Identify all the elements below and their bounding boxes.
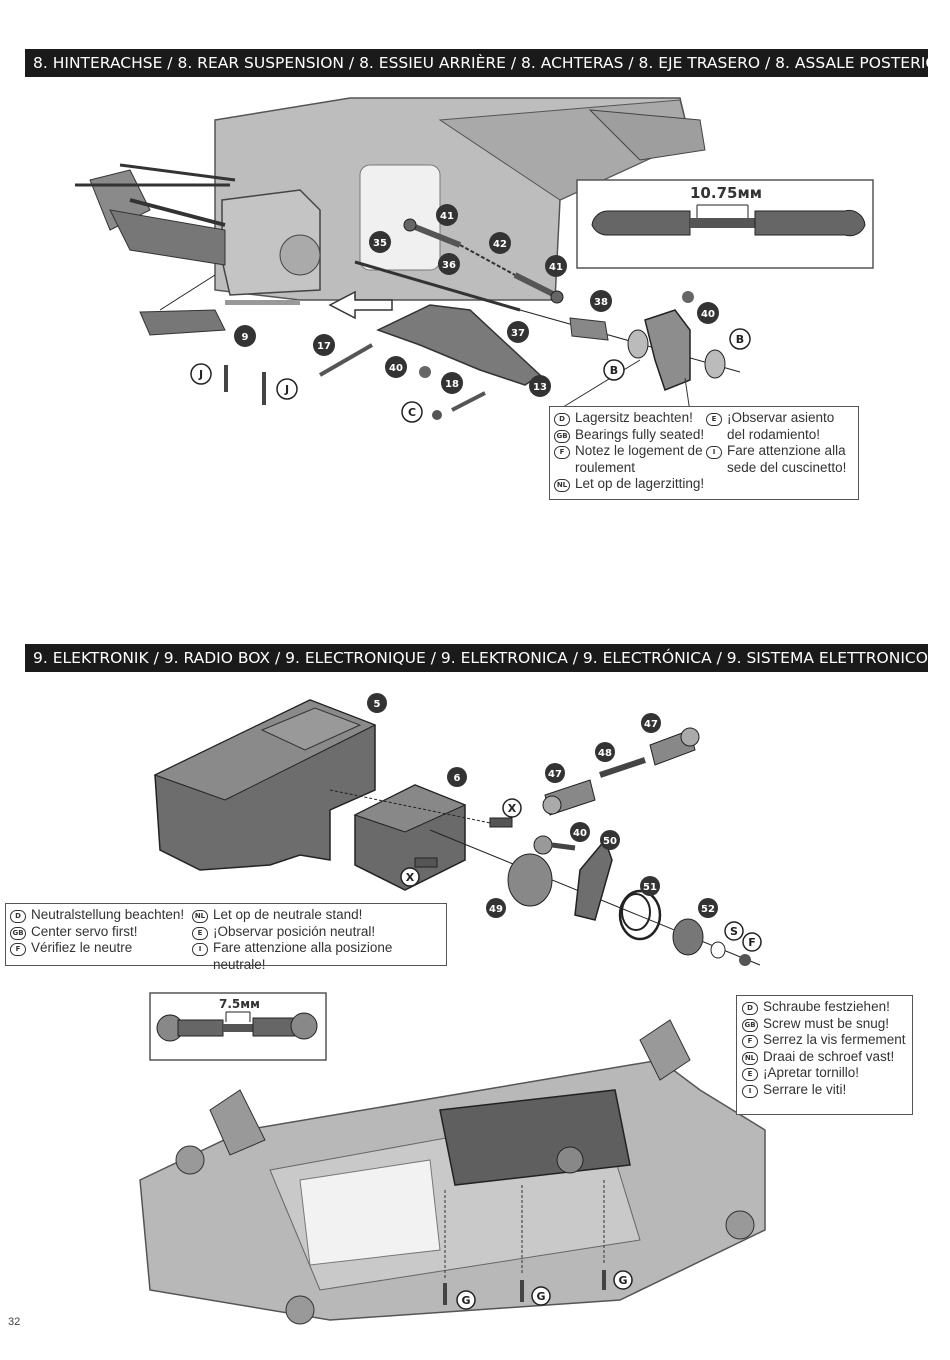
flag-icon: GB (10, 926, 26, 940)
letter-label: J (284, 383, 289, 396)
letter-label: G (461, 1294, 470, 1307)
letter-label: B (610, 364, 618, 377)
note-text: Screw must be snug! (763, 1015, 890, 1031)
part-label: 41 (549, 262, 563, 273)
note-text: Schraube festziehen! (763, 999, 890, 1014)
flag-icon: F (742, 1035, 758, 1048)
note-text: ¡Observar asiento del rodamiento! (727, 410, 835, 442)
part-label: 37 (511, 328, 525, 339)
part-label: 17 (317, 341, 331, 352)
page-number: 32 (8, 1316, 21, 1328)
note-text: Vérifiez le neutre (31, 940, 133, 955)
neutral-note: D Neutralstellung beachten! GB Center serv… (5, 903, 447, 972)
flag-icon: D (10, 910, 26, 923)
letter-label: G (618, 1274, 627, 1287)
part-label: 48 (598, 748, 612, 759)
part-label: 36 (442, 260, 456, 271)
flag-icon: D (742, 1002, 758, 1015)
part-label: 52 (701, 904, 715, 915)
flag-icon: F (554, 446, 570, 459)
note-text: Serrare le viti! (763, 1081, 847, 1097)
part-label: 42 (493, 239, 507, 250)
note-text: Bearings fully seated! (575, 426, 705, 442)
flag-icon: I (192, 943, 208, 956)
part-label: 41 (440, 211, 454, 222)
letter-labels-section8: B B J J C (190, 328, 751, 423)
note-text: Let op de lagerzitting! (575, 476, 705, 491)
part-label: 40 (573, 828, 587, 839)
note-text: Let op de neutrale stand! (213, 907, 363, 922)
section-8-title: 8. HINTERACHSE / 8. REAR SUSPENSION / 8.… (25, 49, 928, 77)
part-label: 9 (242, 332, 249, 343)
measure-label-7-5: 7.5мм (219, 997, 260, 1011)
letter-label: X (406, 871, 415, 884)
part-label: 51 (643, 882, 657, 893)
letter-label: C (408, 406, 416, 419)
part-labels-section8: 41 42 41 35 36 38 40 37 9 17 40 18 13 (234, 204, 719, 397)
letter-label: G (536, 1290, 545, 1303)
part-label: 5 (374, 699, 381, 710)
note-text: Serrez la vis fermement (763, 1032, 906, 1047)
flag-icon: I (706, 446, 722, 459)
part-label: 40 (389, 363, 403, 374)
bearing-note: D Lagersitz beachten! GB Bearings fully se… (549, 406, 859, 500)
note-text: Draai de schroef vast! (763, 1048, 895, 1064)
flag-icon: NL (742, 1051, 758, 1065)
section-9-title: 9. ELEKTRONIK / 9. RADIO BOX / 9. ELECTR… (25, 644, 928, 672)
part-label: 38 (594, 297, 608, 308)
flag-icon: E (742, 1068, 758, 1081)
part-label: 18 (445, 379, 459, 390)
note-text: Fare attenzione alla sede del cuscinetto… (727, 443, 847, 475)
part-label: 40 (701, 309, 715, 320)
part-label: 6 (454, 773, 461, 784)
part-labels-section9: 5 6 47 48 47 40 50 51 52 49 (367, 693, 718, 918)
part-label: 35 (373, 238, 387, 249)
letter-label: J (198, 368, 203, 381)
flag-icon: F (10, 943, 26, 956)
letter-label: S (730, 925, 738, 938)
flag-icon: GB (554, 429, 570, 443)
part-label: 47 (644, 719, 658, 730)
measure-label-10-75: 10.75мм (690, 184, 762, 202)
letter-label: X (508, 802, 517, 815)
flag-icon: D (554, 413, 570, 426)
flag-icon: NL (554, 479, 570, 492)
flag-icon: NL (192, 910, 208, 923)
flag-icon: I (742, 1084, 758, 1098)
note-text: Lagersitz beachten! (575, 410, 693, 425)
part-label: 47 (548, 769, 562, 780)
note-text: Center servo first! (31, 923, 138, 939)
letter-label: F (748, 936, 756, 949)
part-label: 50 (603, 836, 617, 847)
flag-icon: E (192, 926, 208, 940)
note-text: ¡Apretar tornillo! (763, 1065, 860, 1080)
note-text: Fare attenzione alla posizione neutrale! (213, 940, 393, 972)
note-text: Neutralstellung beachten! (31, 907, 185, 922)
note-text: ¡Observar posición neutral! (213, 923, 376, 939)
letter-labels-section9: X X S F G G G (400, 798, 762, 1310)
flag-icon: GB (742, 1018, 758, 1032)
screw-note: D Schraube festziehen! GB Screw must be sn… (736, 995, 913, 1115)
note-text: Notez le logement de roulement (575, 443, 703, 475)
letter-label: B (736, 333, 744, 346)
flag-icon: E (706, 413, 722, 426)
part-label: 49 (489, 904, 503, 915)
part-label: 13 (533, 382, 547, 393)
